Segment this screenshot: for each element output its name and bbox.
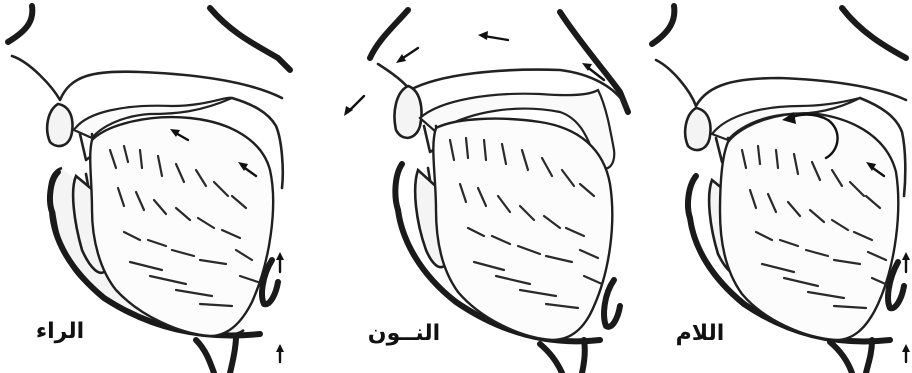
upper-lip	[395, 86, 422, 138]
nasal-cavity	[12, 56, 282, 100]
caption-lam: اللام	[676, 321, 725, 346]
caption-ra: الراء	[36, 319, 84, 344]
larynx	[196, 336, 236, 373]
face-profile	[8, 6, 290, 70]
larynx	[540, 340, 585, 373]
pharynx-wall	[604, 280, 620, 327]
face-profile	[652, 6, 906, 58]
caption-nun: النــون	[368, 321, 440, 346]
upper-lip	[47, 104, 72, 146]
larynx	[830, 340, 872, 373]
nasal-cavity	[656, 60, 906, 106]
upper-lip	[685, 108, 710, 150]
panel-nun: النــون	[344, 10, 628, 373]
panel-ra: الراء	[8, 6, 290, 373]
panel-lam: اللام	[652, 6, 910, 373]
